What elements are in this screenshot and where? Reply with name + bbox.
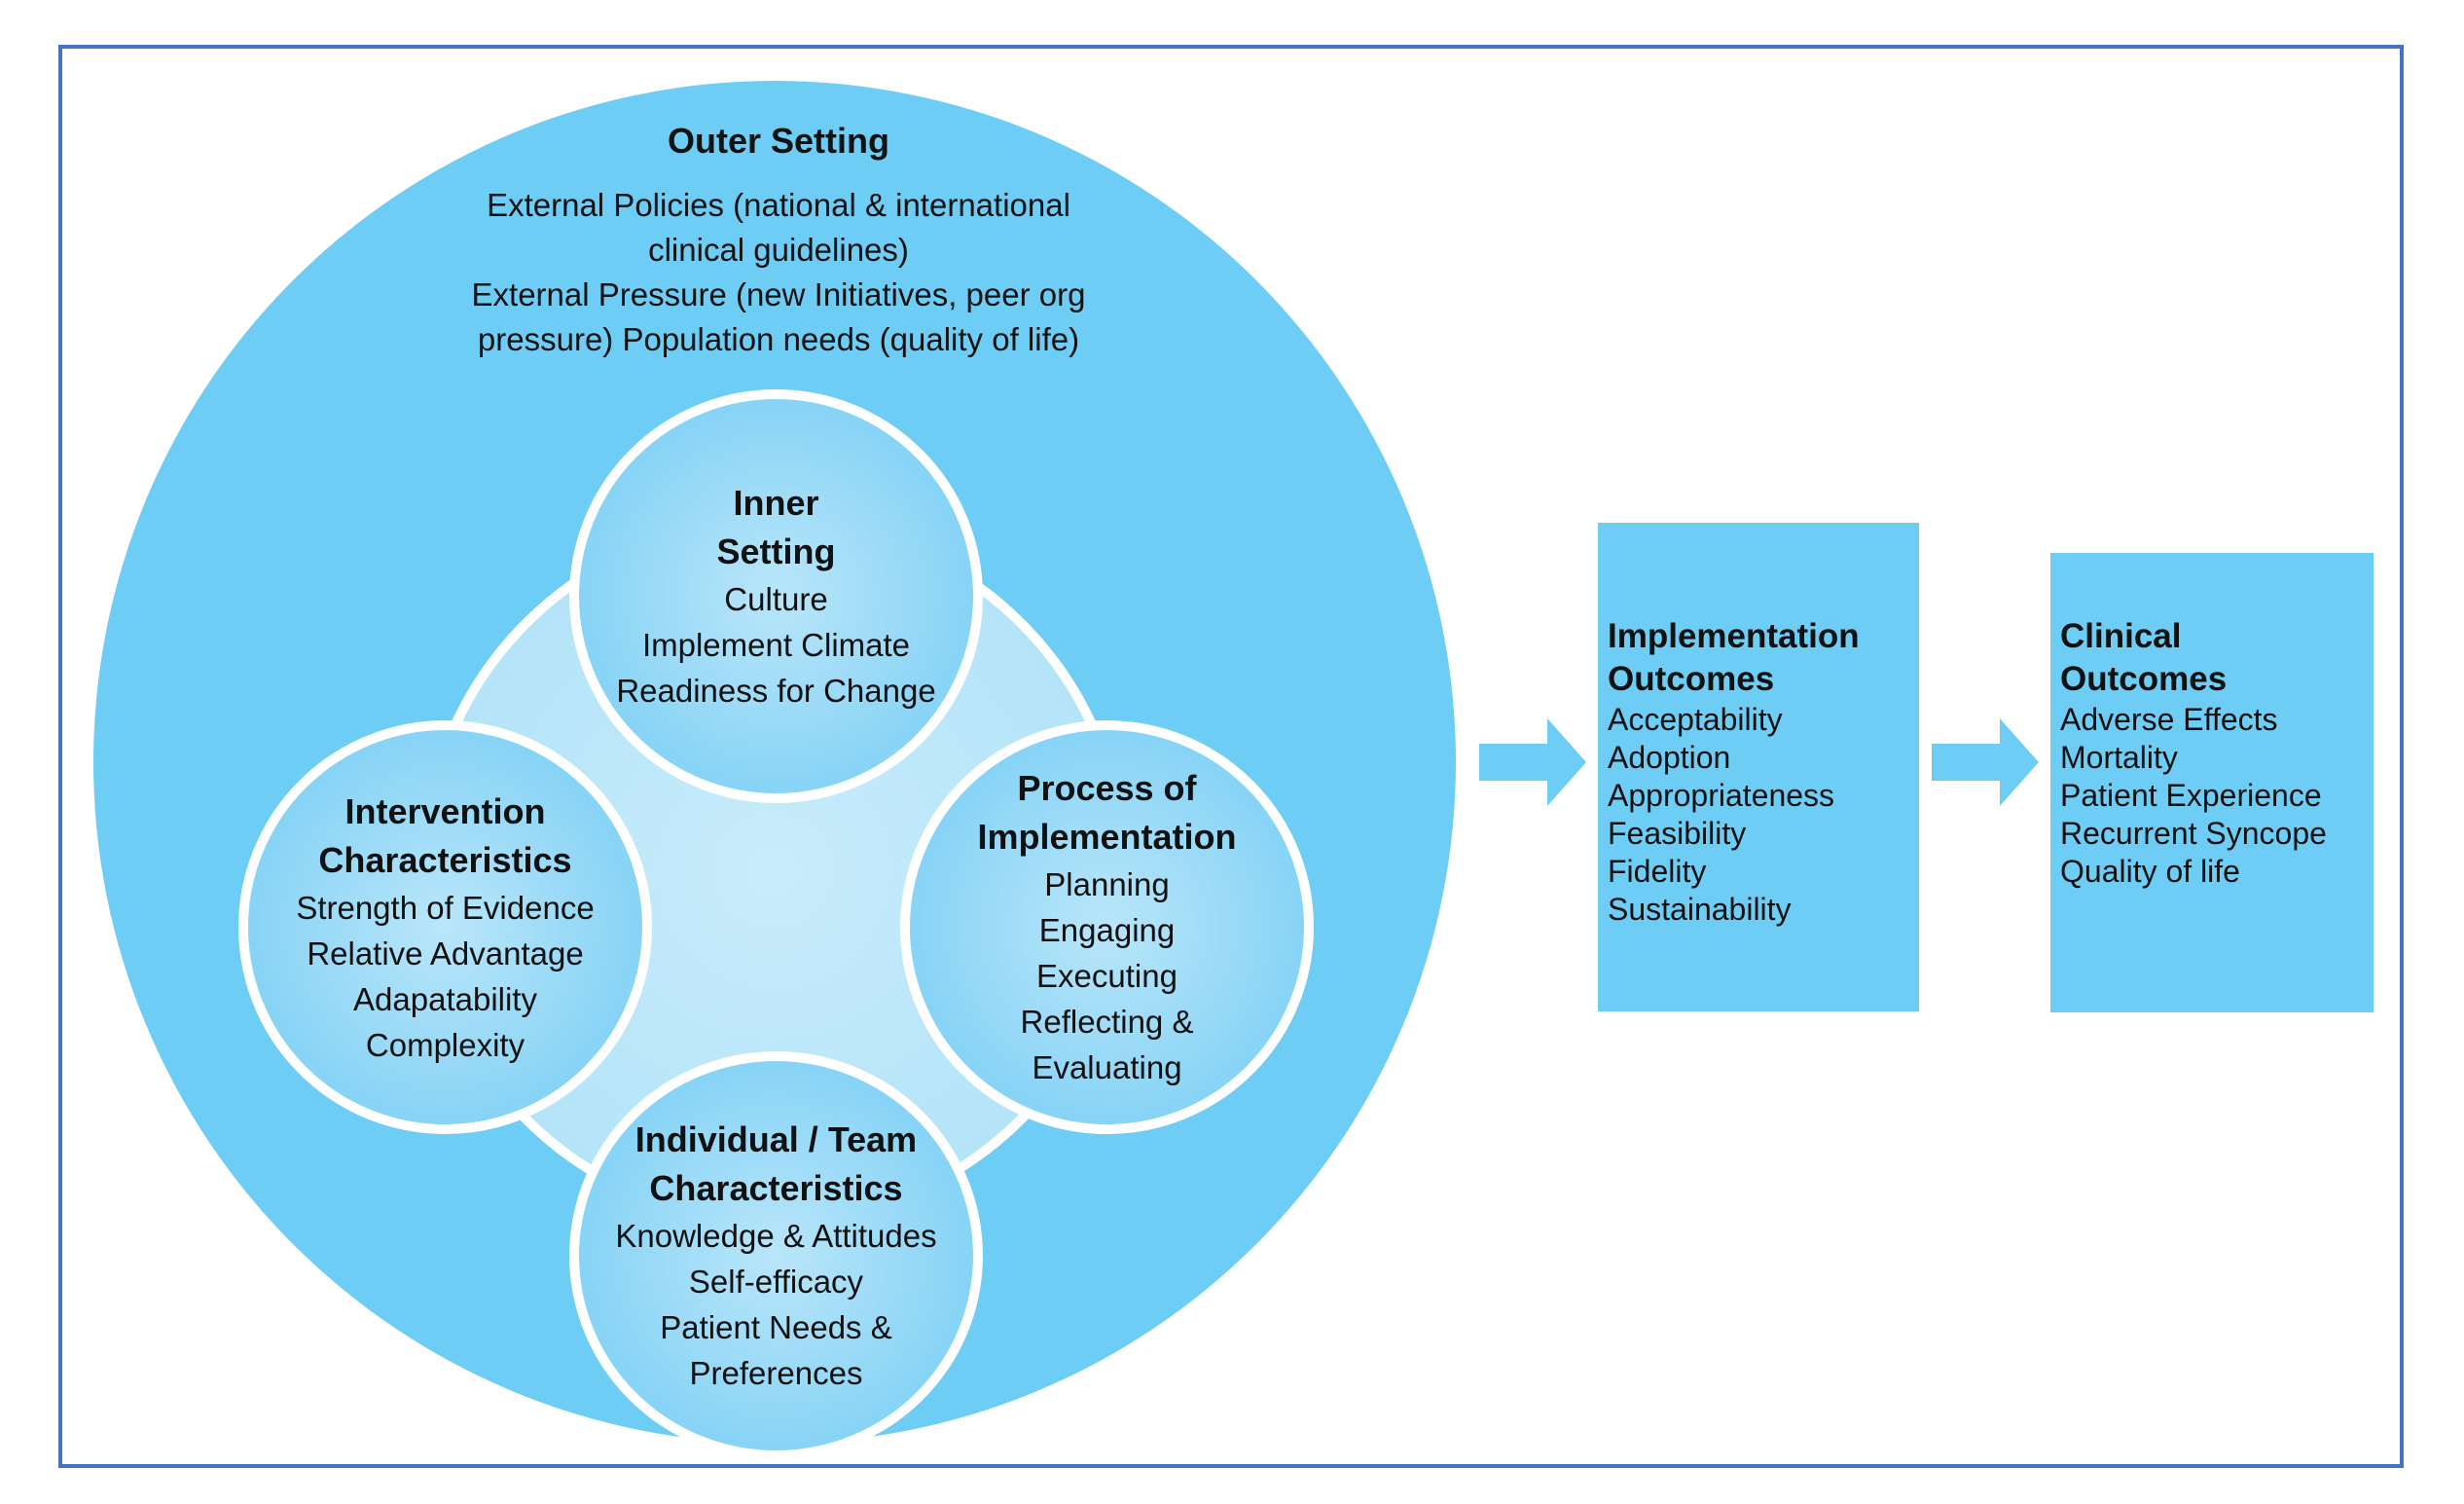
outer-setting-line: External Policies (national & internatio… xyxy=(487,187,1070,223)
individual-title-line: Characteristics xyxy=(649,1168,903,1208)
implementation-outcome-item: Adoption xyxy=(1608,740,1731,775)
inner-setting-item: Culture xyxy=(724,581,828,617)
inner-setting-item: Readiness for Change xyxy=(616,673,936,709)
clinical-outcome-item: Mortality xyxy=(2060,740,2178,775)
process-item: Planning xyxy=(1044,866,1170,902)
clinical-outcome-item: Patient Experience xyxy=(2060,778,2322,813)
clinical-outcome-item: Quality of life xyxy=(2060,854,2240,889)
outer-setting-title: Outer Setting xyxy=(667,121,889,161)
process-item: Reflecting & xyxy=(1020,1004,1194,1040)
implementation-outcome-item: Appropriateness xyxy=(1608,778,1835,813)
intervention-item: Relative Advantage xyxy=(307,935,584,972)
process-title-line: Implementation xyxy=(977,817,1237,857)
clinical-outcomes-title-line: Outcomes xyxy=(2060,660,2228,698)
inner-setting-title-line: Inner xyxy=(733,483,819,523)
individual-item: Knowledge & Attitudes xyxy=(615,1218,937,1254)
outer-setting-line: clinical guidelines) xyxy=(648,232,909,268)
intervention-title-line: Characteristics xyxy=(318,839,572,880)
arrow-right-icon xyxy=(1479,718,1586,806)
intervention-item: Adapatability xyxy=(353,980,537,1017)
intervention-item: Strength of Evidence xyxy=(296,889,595,926)
process-title-line: Process of xyxy=(1017,768,1197,808)
outer-setting-line: pressure) Population needs (quality of l… xyxy=(477,321,1080,357)
inner-setting-item: Implement Climate xyxy=(641,627,911,663)
process-of-implementation-circle: Process of Implementation Planning Engag… xyxy=(900,720,1314,1134)
outer-setting-line: External Pressure (new Initiatives, peer… xyxy=(471,276,1086,312)
arrow-right-icon xyxy=(1932,718,2039,806)
implementation-outcome-item: Acceptability xyxy=(1608,702,1783,737)
intervention-item: Complexity xyxy=(365,1026,525,1063)
individual-title-line: Individual / Team xyxy=(634,1119,918,1159)
process-item: Executing xyxy=(1036,958,1178,994)
individual-item: Preferences xyxy=(689,1355,863,1391)
process-item: Engaging xyxy=(1038,912,1176,948)
inner-setting-circle: Inner Setting Culture Implement Climate … xyxy=(569,389,983,803)
implementation-outcome-item: Fidelity xyxy=(1608,854,1707,889)
implementation-outcomes-box: Implementation Outcomes Acceptability Ad… xyxy=(1598,523,1919,1011)
clinical-outcome-item: Recurrent Syncope xyxy=(2060,816,2327,851)
clinical-outcome-item: Adverse Effects xyxy=(2060,702,2278,737)
clinical-outcomes-title-line: Clinical xyxy=(2060,617,2182,655)
implementation-outcome-item: Sustainability xyxy=(1608,892,1792,927)
individual-item: Patient Needs & xyxy=(660,1309,892,1345)
outer-setting-text: External Policies (national & internatio… xyxy=(292,183,1265,362)
implementation-outcome-item: Feasibility xyxy=(1608,816,1747,851)
implementation-outcomes-title-line: Implementation xyxy=(1608,617,1860,655)
intervention-title-line: Intervention xyxy=(344,790,546,831)
process-item: Evaluating xyxy=(1032,1049,1182,1085)
clinical-outcomes-box: Clinical Outcomes Adverse Effects Mortal… xyxy=(2050,553,2373,1012)
individual-item: Self-efficacy xyxy=(688,1264,864,1300)
individual-team-characteristics-circle: Individual / Team Characteristics Knowle… xyxy=(569,1051,983,1460)
inner-setting-title-line: Setting xyxy=(716,532,836,571)
intervention-characteristics-circle: Intervention Characteristics Strength of… xyxy=(238,720,652,1134)
implementation-outcomes-title-line: Outcomes xyxy=(1608,660,1775,698)
